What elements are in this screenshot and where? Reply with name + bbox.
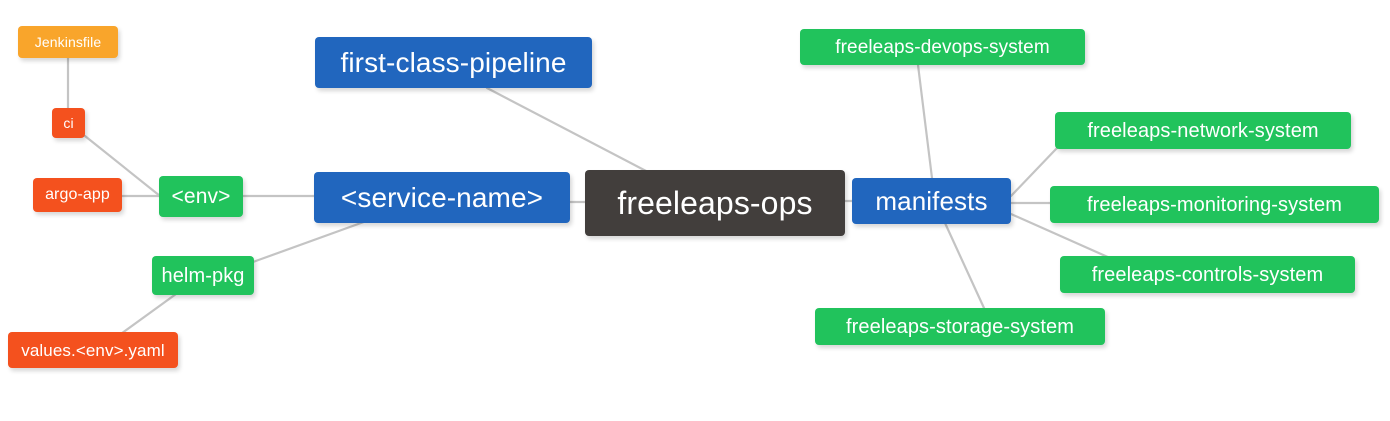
- node-ci-label: ci: [63, 115, 74, 131]
- node-service-name-label: <service-name>: [340, 181, 544, 213]
- node-first-class-pipeline[interactable]: first-class-pipeline: [315, 37, 592, 88]
- node-ci[interactable]: ci: [52, 108, 85, 138]
- edge-values-helm-pkg: [116, 292, 178, 338]
- edge-manifests-storage-system: [943, 221, 986, 310]
- node-monitoring-system[interactable]: freeleaps-monitoring-system: [1050, 186, 1379, 223]
- node-values-yaml-label: values.<env>.yaml: [21, 340, 165, 360]
- node-argo-app-label: argo-app: [45, 186, 110, 203]
- node-devops-system[interactable]: freeleaps-devops-system: [800, 29, 1085, 65]
- node-storage-system-label: freeleaps-storage-system: [845, 315, 1075, 338]
- node-jenkinsfile-label: Jenkinsfile: [34, 34, 102, 50]
- node-controls-system[interactable]: freeleaps-controls-system: [1060, 256, 1355, 293]
- node-values-yaml[interactable]: values.<env>.yaml: [8, 332, 178, 368]
- node-service-name[interactable]: <service-name>: [314, 172, 570, 223]
- node-network-system[interactable]: freeleaps-network-system: [1055, 112, 1351, 149]
- node-devops-system-label: freeleaps-devops-system: [835, 36, 1050, 58]
- node-helm-pkg-label: helm-pkg: [161, 264, 245, 287]
- node-monitoring-system-label: freeleaps-monitoring-system: [1086, 193, 1342, 216]
- node-first-class-pipeline-label: first-class-pipeline: [340, 46, 567, 78]
- node-freeleaps-ops-label: freeleaps-ops: [617, 185, 813, 221]
- node-argo-app[interactable]: argo-app: [33, 178, 122, 212]
- node-jenkinsfile[interactable]: Jenkinsfile: [18, 26, 118, 58]
- edge-manifests-devops-system: [916, 63, 934, 180]
- node-manifests[interactable]: manifests: [852, 178, 1011, 224]
- node-manifests-label: manifests: [875, 186, 988, 216]
- node-freeleaps-ops[interactable]: freeleaps-ops: [585, 170, 845, 236]
- node-env-label: <env>: [171, 185, 231, 208]
- node-network-system-label: freeleaps-network-system: [1087, 119, 1319, 142]
- edge-first-class-pipeline-root: [485, 86, 650, 174]
- edge-helm-pkg-service-name: [251, 217, 374, 264]
- node-controls-system-label: freeleaps-controls-system: [1091, 263, 1324, 286]
- node-helm-pkg[interactable]: helm-pkg: [152, 256, 254, 295]
- node-env[interactable]: <env>: [159, 176, 243, 217]
- node-storage-system[interactable]: freeleaps-storage-system: [815, 308, 1105, 345]
